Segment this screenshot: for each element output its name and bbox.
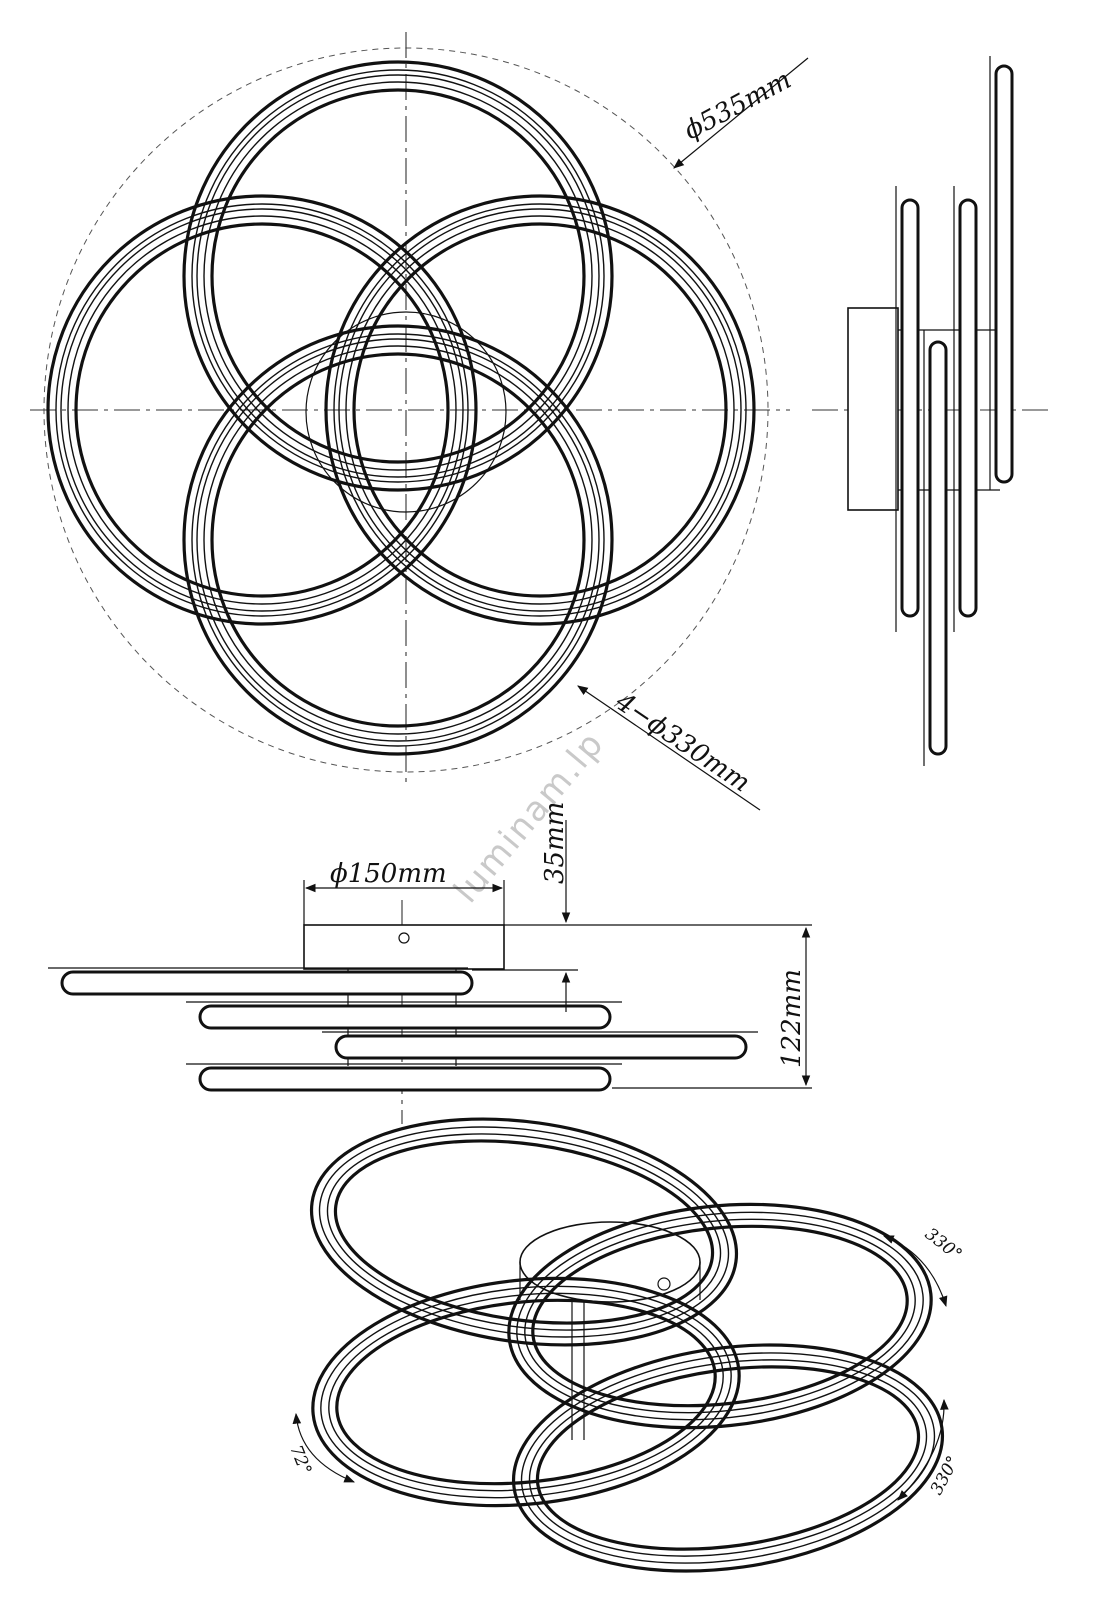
overall-diameter-leader [673, 57, 809, 169]
ring-diameter-leader [577, 685, 761, 811]
side-bar-2 [923, 330, 948, 766]
side-view-base [847, 307, 899, 511]
watermark: luminam.lp [446, 724, 612, 911]
perspective-view: 72° 330° 330° [285, 1117, 966, 1573]
rotation-label-right-bottom: 330° [927, 1453, 964, 1499]
perspective-screw [657, 1277, 671, 1291]
base-plate-top [305, 311, 507, 513]
base-screw [398, 932, 410, 944]
front-bar-4 [186, 1063, 622, 1092]
front-view-base [303, 924, 505, 970]
ring-bottom [182, 324, 614, 756]
ring-right [324, 194, 756, 626]
ring-top [182, 60, 614, 492]
rotation-label-right-top: 330° [921, 1224, 966, 1265]
front-bar-3 [322, 1031, 758, 1060]
ring-diameter-label: 4−ϕ330mm [609, 686, 755, 798]
side-bar-3 [953, 186, 978, 632]
side-view [812, 56, 1052, 766]
base-diameter-label: ϕ150mm [330, 859, 447, 889]
ring-left [46, 194, 478, 626]
side-bar-1 [895, 186, 920, 632]
rotation-arrow-left [292, 1412, 356, 1483]
side-bar-4 [989, 56, 1014, 490]
front-bar-1 [48, 967, 474, 996]
rotation-arrow-right-top [882, 1235, 948, 1308]
front-view: ϕ150mm 35mm 122mm [48, 802, 812, 1124]
rotation-arrow-right-bottom [897, 1398, 949, 1501]
overall-diameter-label: ϕ535mm [679, 65, 796, 146]
total-height-label: 122mm [777, 969, 807, 1068]
rotation-label-left: 72° [285, 1442, 315, 1477]
base-offset-label: 35mm [540, 802, 570, 884]
front-bar-2 [186, 1001, 622, 1030]
top-view: ϕ535mm 4−ϕ330mm luminam.lp [30, 32, 809, 911]
